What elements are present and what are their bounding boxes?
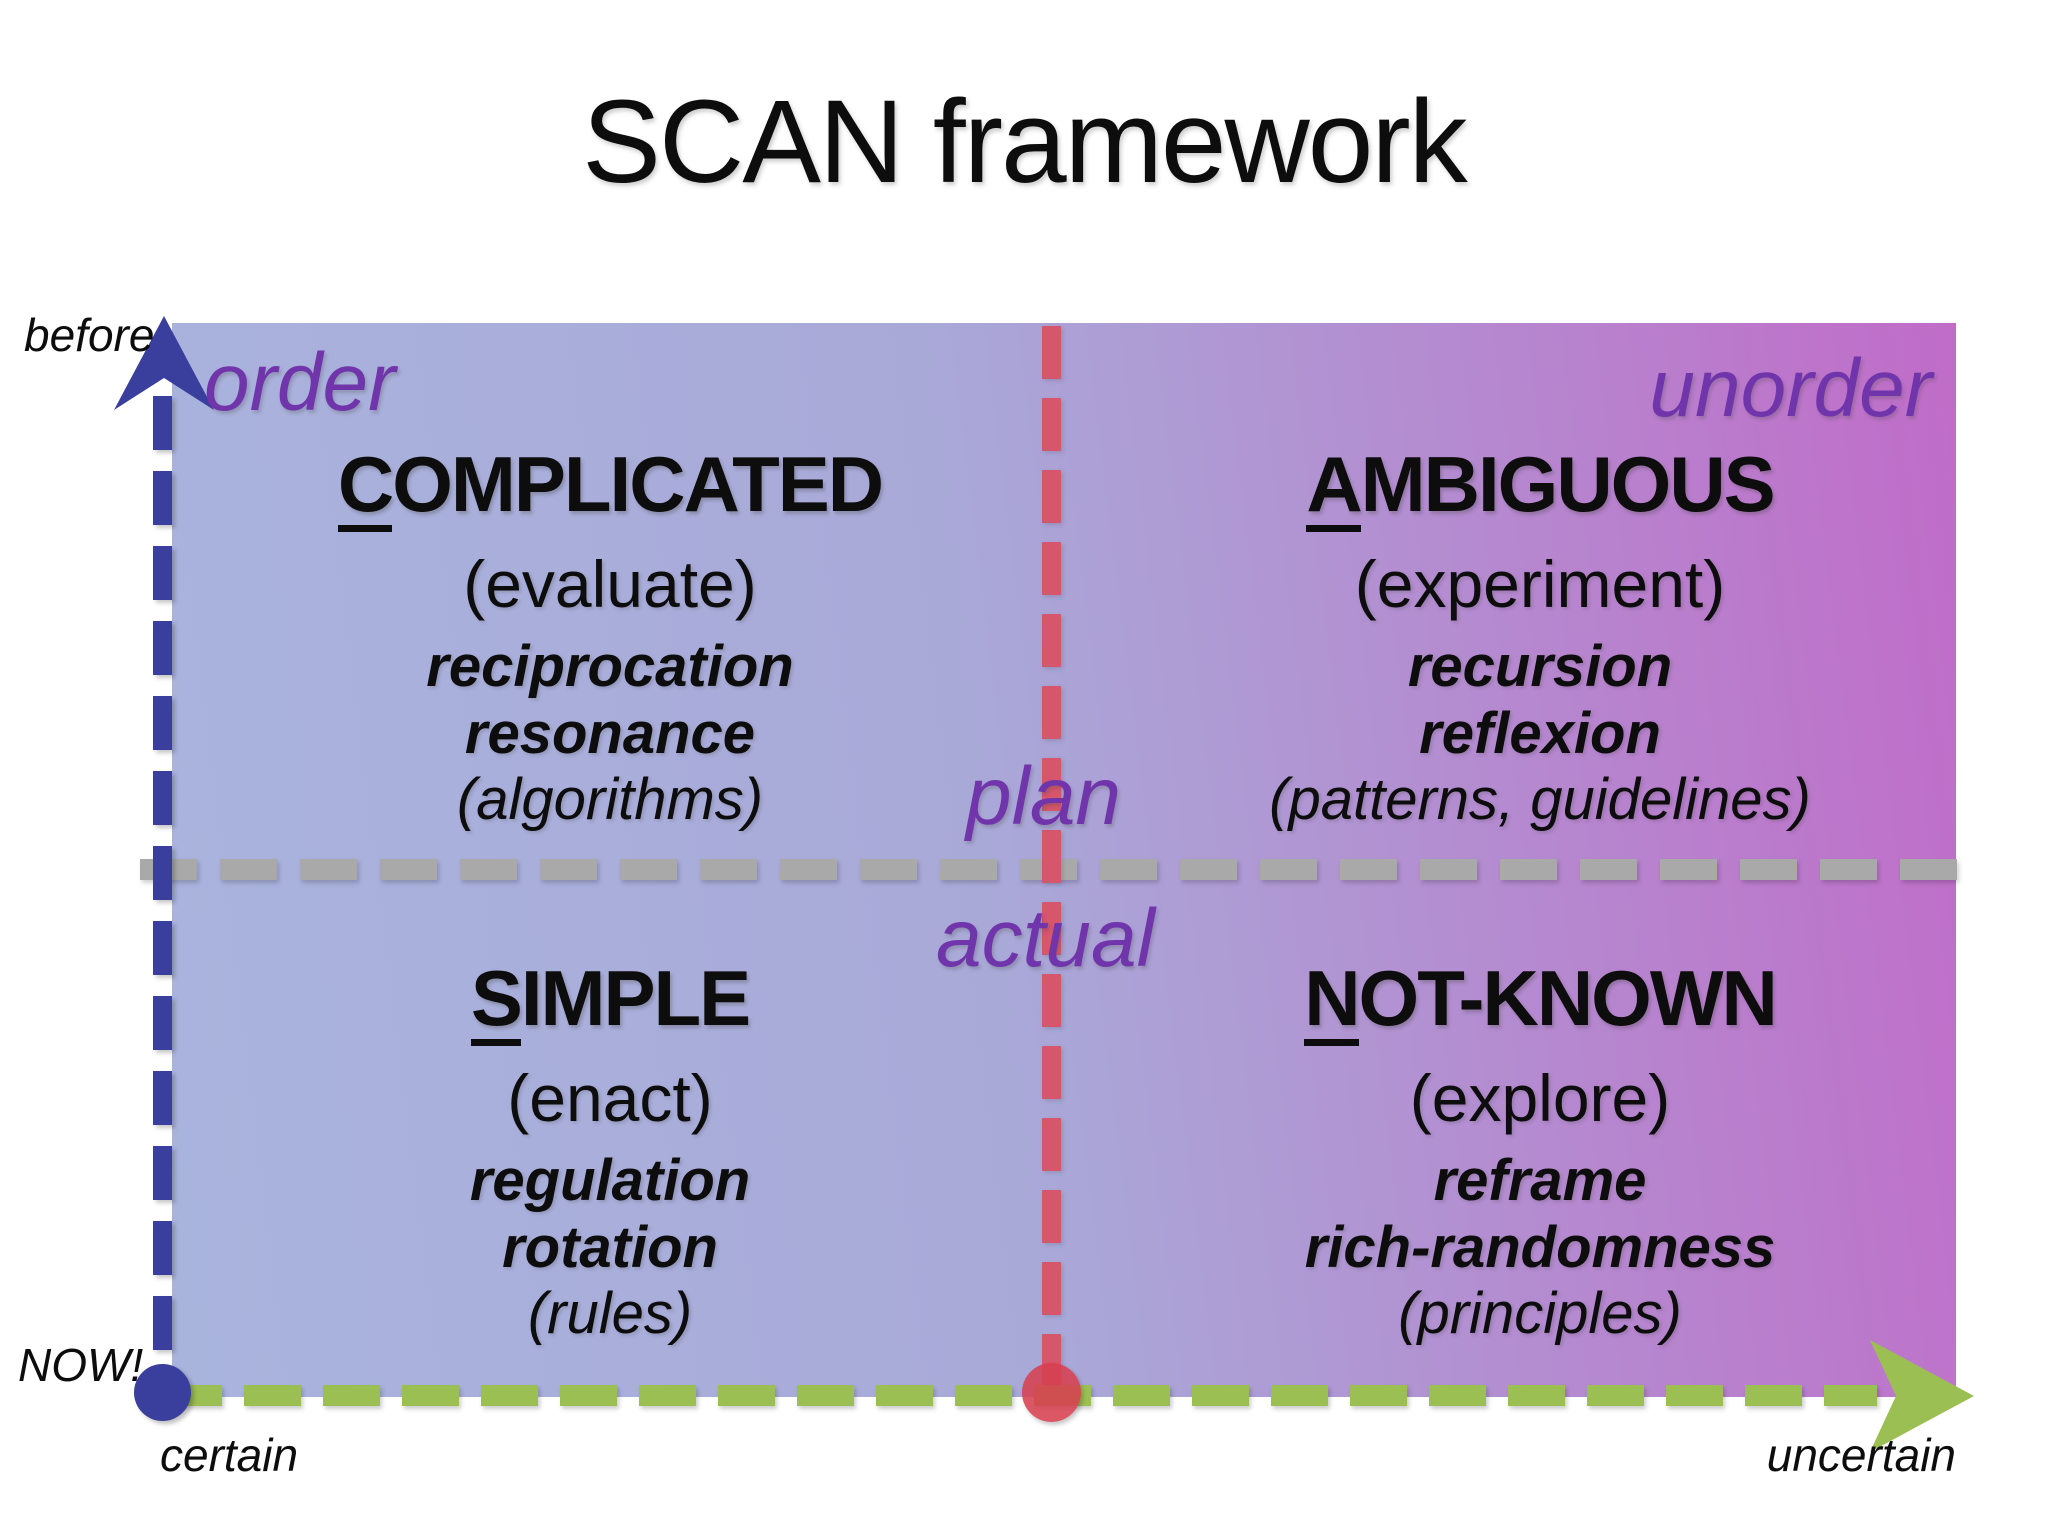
quadrant-title-rest: OT-KNOWN xyxy=(1358,954,1778,1042)
quadrant-keyword: regulation xyxy=(469,1148,751,1213)
underlined-initial: N xyxy=(1304,958,1361,1046)
actual-label: actual xyxy=(936,893,1155,984)
quadrant-keyword: recursion xyxy=(1407,634,1673,699)
actual-position-dot xyxy=(1022,1363,1081,1422)
quadrant-title-rest: OMPLICATED xyxy=(392,440,884,528)
quadrant-keyword: rotation xyxy=(502,1215,718,1280)
quadrant-keyword: reframe xyxy=(1433,1148,1647,1213)
quadrant-title: AMBIGUOUS xyxy=(1090,432,1990,536)
underlined-initial: C xyxy=(337,444,394,532)
quadrant-keyword: rich-randomness xyxy=(1304,1215,1776,1280)
underlined-initial: S xyxy=(470,958,523,1046)
quadrant-basis: (principles) xyxy=(1398,1281,1682,1346)
quadrant-keyword: resonance xyxy=(464,701,756,766)
origin-dot xyxy=(134,1364,191,1421)
center-red-dashed-line xyxy=(1042,326,1061,1394)
quadrant-title: COMPLICATED xyxy=(165,432,1055,536)
quadrant-title-rest: MBIGUOUS xyxy=(1360,440,1776,528)
right-arrowhead-icon xyxy=(1870,1340,1974,1452)
quadrant-action: (enact) xyxy=(507,1061,713,1135)
quadrant-not-known: NOT-KNOWN (explore) reframe rich-randomn… xyxy=(1090,946,1990,1346)
quadrant-action: (explore) xyxy=(1409,1061,1671,1135)
quadrant-title: NOT-KNOWN xyxy=(1090,946,1990,1050)
quadrant-keyword: reflexion xyxy=(1419,701,1661,766)
order-label: order xyxy=(204,337,396,428)
underlined-initial: A xyxy=(1306,444,1363,532)
diagram-title: SCAN framework xyxy=(582,76,1467,208)
unorder-label: unorder xyxy=(1649,343,1932,434)
quadrant-keyword: reciprocation xyxy=(426,634,794,699)
quadrant-title: SIMPLE xyxy=(165,946,1055,1050)
up-arrowhead-icon xyxy=(114,316,214,410)
quadrant-action: (experiment) xyxy=(1354,547,1726,621)
y-axis-top-label: before xyxy=(24,309,155,361)
quadrant-basis: (algorithms) xyxy=(456,767,764,832)
y-axis-bottom-label: NOW! xyxy=(18,1339,144,1391)
x-axis-right-label: uncertain xyxy=(1766,1429,1956,1481)
quadrant-complicated: COMPLICATED (evaluate) reciprocation res… xyxy=(165,432,1055,832)
y-axis-blue-dashed-line xyxy=(153,396,172,1394)
x-axis-green-dashed-line xyxy=(165,1385,1877,1406)
quadrant-basis: (patterns, guidelines) xyxy=(1269,767,1811,832)
plan-label: plan xyxy=(966,751,1122,842)
x-axis-left-label: certain xyxy=(160,1429,299,1481)
quadrant-ambiguous: AMBIGUOUS (experiment) recursion reflexi… xyxy=(1090,432,1990,832)
quadrant-basis: (rules) xyxy=(527,1281,693,1346)
quadrant-simple: SIMPLE (enact) regulation rotation (rule… xyxy=(165,946,1055,1346)
quadrant-action: (evaluate) xyxy=(463,547,757,621)
quadrant-title-rest: IMPLE xyxy=(520,954,751,1042)
